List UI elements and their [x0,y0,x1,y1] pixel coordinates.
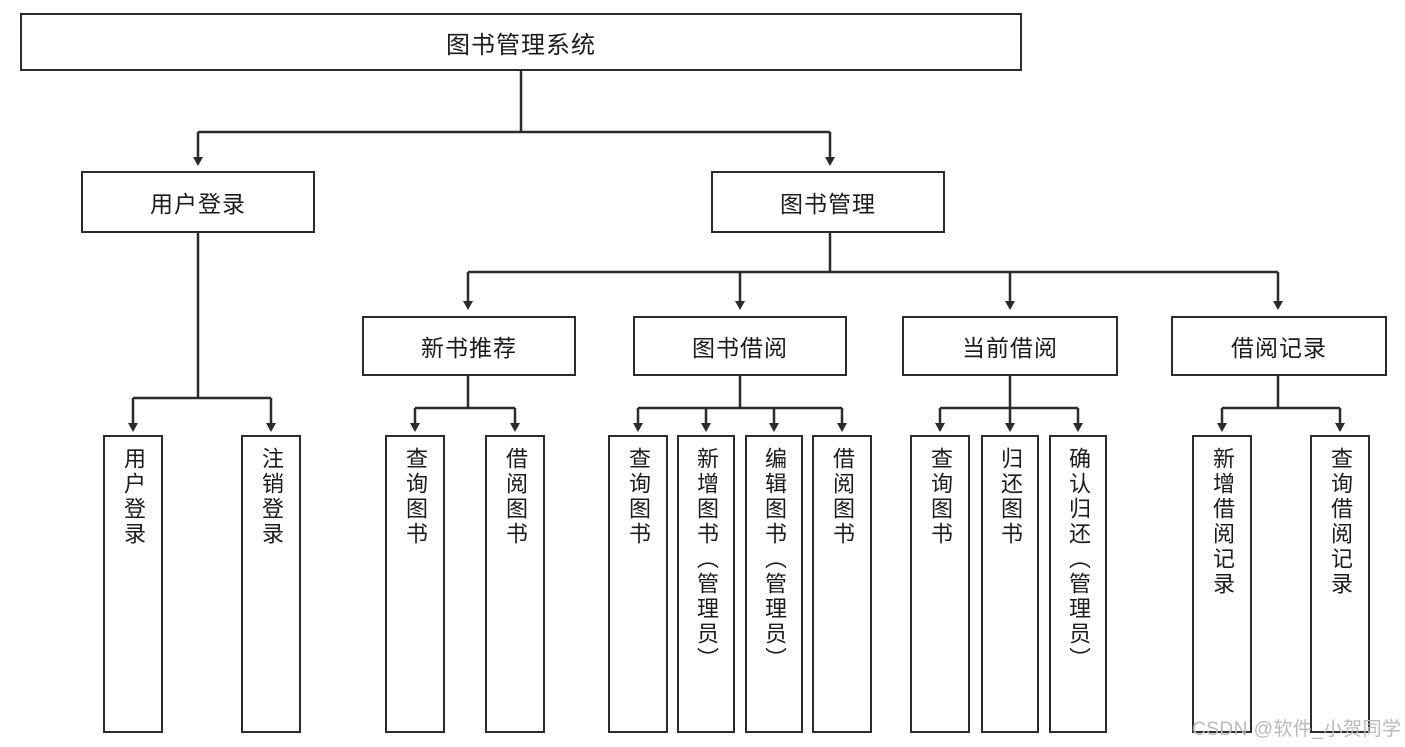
node-root-library-system[interactable]: 图书管理系统 [20,13,1022,71]
node-label: 借阅图书 [830,447,855,547]
node-current-borrow[interactable]: 当前借阅 [902,316,1118,376]
node-label: 借阅记录 [1231,335,1327,361]
node-user-login[interactable]: 用户登录 [81,171,315,233]
node-borrow-records[interactable]: 借阅记录 [1171,316,1387,376]
node-leaf-add-book-admin[interactable]: 新增图书（管理员） [677,435,735,733]
node-leaf-borrow-books-recommend[interactable]: 借阅图书 [485,435,545,733]
node-label: 图书管理系统 [446,31,596,59]
node-label: 注销登录 [259,447,284,547]
node-label: 查询图书 [403,447,428,547]
node-label: 当前借阅 [962,335,1058,361]
node-leaf-user-login[interactable]: 用户登录 [103,435,163,733]
node-leaf-logout[interactable]: 注销登录 [241,435,301,733]
node-leaf-query-borrow-record[interactable]: 查询借阅记录 [1310,435,1370,733]
node-leaf-edit-book-admin[interactable]: 编辑图书（管理员） [745,435,803,733]
node-label: 查询借阅记录 [1328,447,1353,597]
node-label: 查询图书 [928,447,953,547]
node-new-book-recommend[interactable]: 新书推荐 [362,316,576,376]
node-label: 确认归还（管理员） [1066,447,1091,672]
csdn-watermark: CSDN @软件_小贺同学 [1192,719,1402,740]
node-label: 查询图书 [626,447,651,547]
node-leaf-query-books-recommend[interactable]: 查询图书 [385,435,445,733]
node-label: 图书管理 [780,191,876,217]
node-label: 图书借阅 [692,335,788,361]
node-label: 用户登录 [150,191,246,217]
node-label: 用户登录 [121,447,146,547]
node-book-borrow[interactable]: 图书借阅 [633,316,847,376]
node-label: 归还图书 [998,447,1023,547]
node-leaf-query-books-current[interactable]: 查询图书 [910,435,970,733]
node-leaf-borrow-books[interactable]: 借阅图书 [812,435,872,733]
node-leaf-return-books[interactable]: 归还图书 [981,435,1039,733]
node-label: 借阅图书 [503,447,528,547]
node-label: 新增借阅记录 [1210,447,1235,597]
node-book-management[interactable]: 图书管理 [711,171,945,233]
node-label: 新书推荐 [421,335,517,361]
node-label: 新增图书（管理员） [694,447,719,672]
node-leaf-query-books-borrow[interactable]: 查询图书 [608,435,668,733]
node-leaf-confirm-return-admin[interactable]: 确认归还（管理员） [1049,435,1107,733]
node-leaf-add-borrow-record[interactable]: 新增借阅记录 [1192,435,1252,733]
node-label: 编辑图书（管理员） [762,447,787,672]
